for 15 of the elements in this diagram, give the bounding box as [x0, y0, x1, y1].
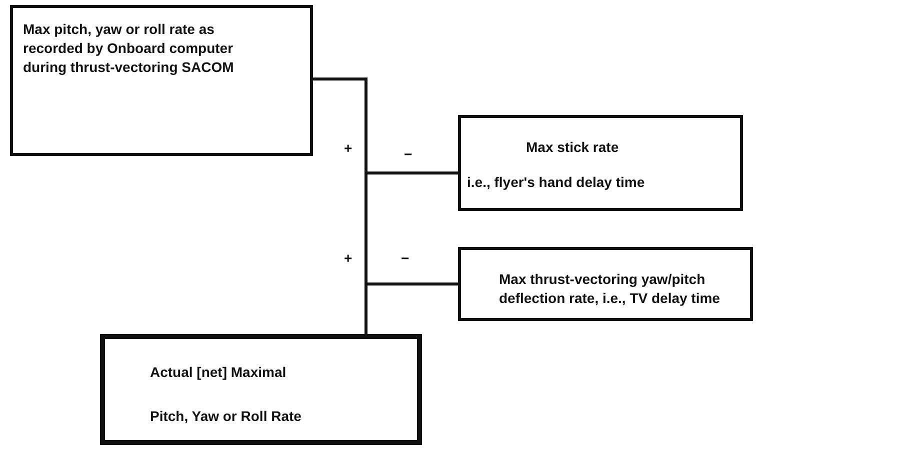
box-text: Max pitch, yaw or roll rate as recorded by Onboard computer during thrust-vectoring SACOM — [23, 20, 235, 77]
connector-line — [364, 282, 458, 334]
sign-label: + — [344, 250, 352, 266]
box-text: Max thrust-vectoring yaw/pitch deflection rate, i.e., TV delay time — [499, 270, 721, 308]
sign-label: + — [344, 140, 352, 156]
process-box — [458, 247, 753, 321]
sign-label: − — [401, 250, 410, 266]
box-subtext: i.e., flyer's hand delay time — [467, 173, 646, 192]
box-text: Actual [net] Maximal — [150, 363, 288, 382]
process-box — [458, 115, 743, 211]
sign-label: − — [404, 146, 412, 162]
box-text: Max stick rate — [526, 138, 620, 157]
box-subtext: Pitch, Yaw or Roll Rate — [150, 407, 302, 426]
process-box — [10, 5, 313, 156]
process-box — [100, 334, 422, 445]
